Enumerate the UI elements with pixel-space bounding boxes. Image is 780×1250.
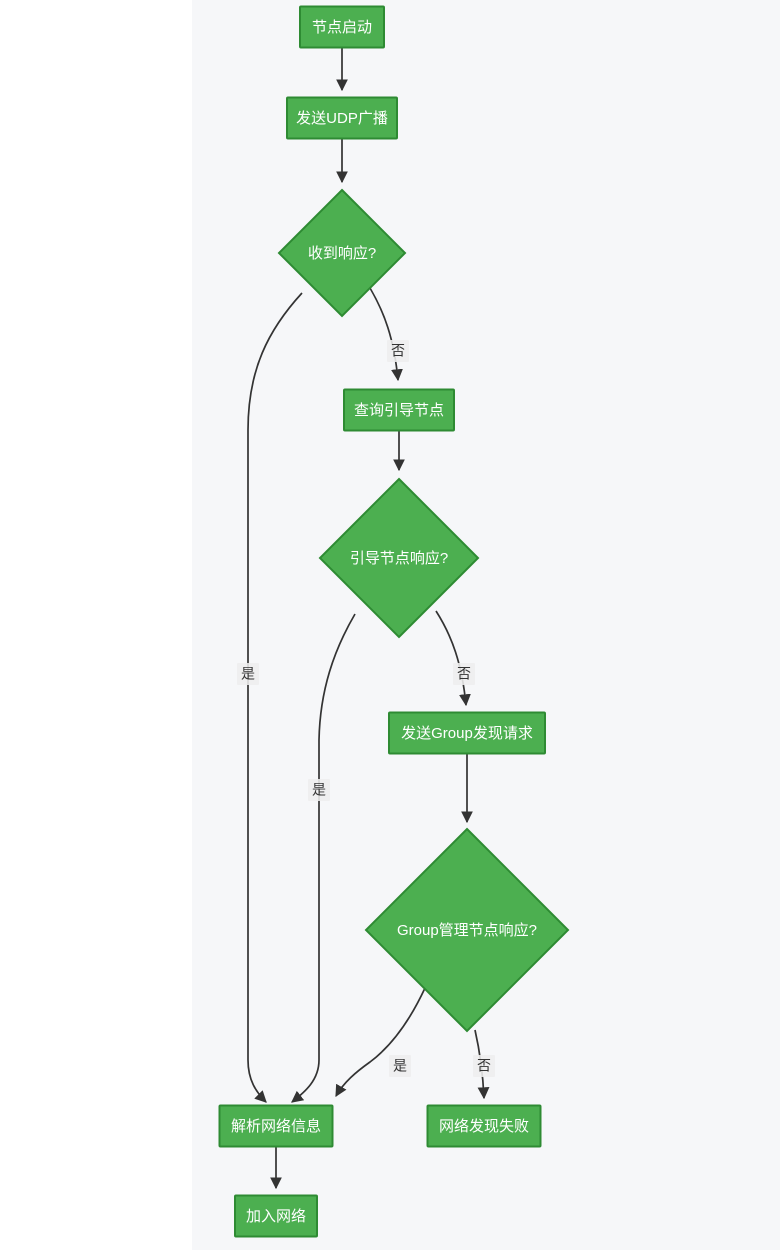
diagram-canvas-background — [192, 0, 780, 1250]
node-udp-broadcast-label: 发送UDP广播 — [296, 110, 388, 127]
nodes-layer: 节点启动 发送UDP广播 收到响应? 查询引导节点 引导节点响应? 发送Grou — [218, 5, 570, 1238]
node-query-bootstrap-label: 查询引导节点 — [354, 402, 444, 419]
edge-labels-layer: 否 是 否 是 是 否 — [237, 340, 495, 1077]
svg-text:否: 否 — [477, 1058, 491, 1074]
svg-text:否: 否 — [391, 343, 405, 359]
edge-label-gotresp-no: 否 — [387, 340, 409, 362]
node-bootstrap-response-decision[interactable]: 引导节点响应? — [318, 477, 480, 639]
svg-text:否: 否 — [457, 666, 471, 682]
edge-label-gotresp-yes: 是 — [237, 663, 259, 685]
svg-text:是: 是 — [241, 666, 255, 682]
node-start[interactable]: 节点启动 — [299, 5, 385, 49]
node-group-manager-response-decision[interactable]: Group管理节点响应? — [364, 827, 570, 1033]
node-discovery-failed-label: 网络发现失败 — [439, 1118, 529, 1135]
edge-bootresp-no-to-groupdisc — [435, 610, 471, 707]
edge-label-bootresp-yes: 是 — [308, 779, 330, 801]
edge-groupresp-yes-to-parseinfo — [335, 987, 426, 1098]
edge-label-bootresp-no: 否 — [453, 663, 475, 685]
edge-gotresp-no-to-queryboot — [369, 287, 403, 382]
node-join-network[interactable]: 加入网络 — [234, 1194, 318, 1238]
node-group-manager-response-label: Group管理节点响应? — [397, 921, 537, 939]
node-parse-network-info[interactable]: 解析网络信息 — [218, 1104, 334, 1148]
edge-bootresp-yes-to-parseinfo — [291, 613, 356, 1103]
node-group-discovery-request-label: 发送Group发现请求 — [401, 725, 533, 742]
node-bootstrap-response-label: 引导节点响应? — [350, 549, 448, 567]
node-got-response-label: 收到响应? — [308, 244, 376, 262]
svg-text:是: 是 — [312, 782, 326, 798]
node-discovery-failed[interactable]: 网络发现失败 — [426, 1104, 542, 1148]
svg-text:是: 是 — [393, 1058, 407, 1074]
edge-label-groupresp-no: 否 — [473, 1055, 495, 1077]
node-start-label: 节点启动 — [312, 19, 372, 36]
node-query-bootstrap[interactable]: 查询引导节点 — [343, 388, 455, 432]
node-join-network-label: 加入网络 — [246, 1208, 306, 1225]
node-got-response-decision[interactable]: 收到响应? — [277, 188, 407, 318]
node-group-discovery-request[interactable]: 发送Group发现请求 — [388, 711, 546, 755]
edge-label-groupresp-yes: 是 — [389, 1055, 411, 1077]
node-udp-broadcast[interactable]: 发送UDP广播 — [286, 96, 398, 140]
edge-gotresp-yes-to-parseinfo — [247, 292, 303, 1103]
node-parse-network-info-label: 解析网络信息 — [231, 1118, 321, 1135]
